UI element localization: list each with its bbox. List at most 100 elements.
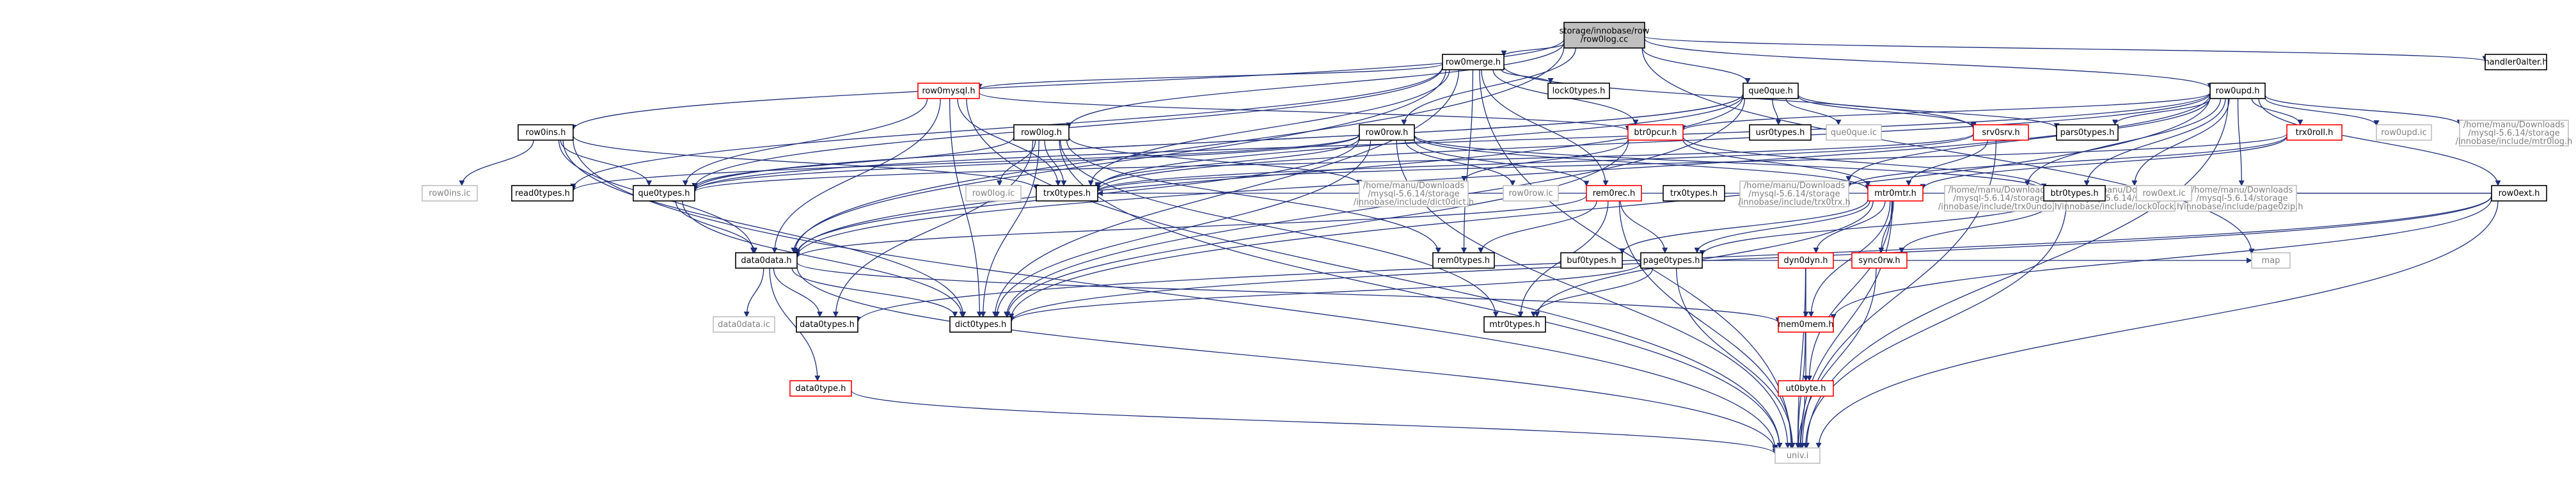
edge-row0upd_h-to-row0upd_ic [2264, 97, 2380, 127]
node-label: usr0types.h [1756, 128, 1805, 138]
node-label: dyn0dyn.h [1783, 256, 1828, 266]
edge-btr0pcur_h-to-btr0types_h [1682, 136, 2047, 189]
edge-que0que_h-to-row0types_h_stub [691, 93, 1744, 191]
node-read0types-h[interactable]: read0types.h [511, 185, 574, 202]
node-label: rem0types.h [1437, 256, 1490, 266]
node-box [1739, 180, 1849, 207]
node-handler0alter-h[interactable]: handler0alter.h [2484, 54, 2548, 70]
node-pars0types-h[interactable]: pars0types.h [2056, 124, 2119, 141]
node-rem0types-h[interactable]: rem0types.h [1432, 252, 1495, 269]
node-box [1851, 252, 1908, 269]
node-mem0mem-h[interactable]: mem0mem.h [1778, 316, 1834, 333]
node-row0mysql-h[interactable]: row0mysql.h [917, 83, 980, 99]
edge-mtr0mtr_h-to-mem0mem_h [1808, 200, 1891, 317]
node-label: row0merge.h [1446, 58, 1501, 67]
node-hm-page0zip: /home/manu/Downloads/mysql-5.6.14/storag… [2181, 185, 2303, 212]
node-row0row-h[interactable]: row0row.h [1359, 124, 1415, 141]
node-ut0byte-h[interactable]: ut0byte.h [1778, 380, 1834, 397]
edge-row0upd_h-to-row0ext_h [2258, 98, 2501, 186]
node-usr0types-h[interactable]: usr0types.h [1749, 124, 1812, 141]
node-mtr0mtr-h[interactable]: mtr0mtr.h [1867, 185, 1924, 202]
edge-ut0byte_h-to-univ_i [1795, 395, 1806, 449]
node-univ-i: univ.i [1774, 447, 1821, 464]
node-box [917, 83, 980, 99]
edge-row0upd_h-to-hm_trx0undo [2024, 98, 2222, 186]
node-label: /innobase/include/trx0undo.h [1938, 202, 2060, 212]
node-que0types-h[interactable]: que0types.h [633, 185, 695, 202]
node-que0que-h[interactable]: que0que.h [1742, 83, 1799, 99]
node-label: srv0srv.h [1982, 128, 2019, 138]
node-label: data0data.ic [718, 320, 770, 330]
node-label: mtr0types.h [1489, 320, 1540, 330]
node-data0data-h[interactable]: data0data.h [735, 252, 798, 269]
node-row0log-h[interactable]: row0log.h [1013, 124, 1070, 141]
node-data0types-h[interactable]: data0types.h [796, 316, 858, 333]
node-rem0rec-h[interactable]: rem0rec.h [1586, 185, 1642, 202]
edge-rem0rec_h-to-page0types_h [1620, 200, 1668, 253]
edge-row0upd_h-to-trx0rollh [2251, 98, 2303, 125]
node-label: storage/innobase/row [1560, 27, 1650, 36]
node-box [633, 185, 695, 202]
node-box [422, 185, 478, 202]
node-trx0rollh[interactable]: trx0roll.h [2286, 124, 2343, 141]
node-label: /home/manu/Downloads [1948, 186, 2050, 195]
edge-mtr0mtr_h-to-univ_i [1797, 200, 1893, 449]
node-label: row0row.h [1366, 128, 1409, 138]
node-hm-dict0dict: /home/manu/Downloads/mysql-5.6.14/storag… [1354, 180, 1474, 207]
node-btr0pcur-h[interactable]: btr0pcur.h [1627, 124, 1684, 141]
edge-row0ins_h-to-dict0types_h [562, 139, 967, 317]
node-trx0types2[interactable]: trx0types.h [1663, 185, 1725, 202]
node-hm-mtr0log: /home/manu/Downloads/mysql-5.6.14/storag… [2456, 120, 2572, 147]
edge-root-to-row0ins_h [570, 38, 1565, 131]
node-label: /mysql-5.6.14/storage [2196, 194, 2288, 203]
node-box [1560, 252, 1623, 269]
node-row0ins-h[interactable]: row0ins.h [518, 124, 574, 141]
node-trx0types-h[interactable]: trx0types.h [1036, 185, 1098, 202]
node-label: trx0roll.h [2296, 128, 2334, 138]
node-box [713, 316, 775, 333]
node-label: row0ins.h [526, 128, 566, 138]
node-btr0types-h[interactable]: btr0types.h [2043, 185, 2106, 202]
node-root[interactable]: storage/innobase/row/row0log.cc [1560, 22, 1650, 49]
edge-root-to-row0row_h [1401, 47, 1576, 125]
node-data0type-h[interactable]: data0type.h [789, 380, 852, 397]
node-dict0types-h[interactable]: dict0types.h [949, 316, 1012, 333]
edge-rem0rec_h-to-data0data_h [794, 195, 1587, 259]
node-row0log-ic: row0log.ic [965, 185, 1022, 202]
edge-row0merge_h-to-lock0types_h [1501, 69, 1554, 84]
edge-row0merge_h-to-rem0types_h [1461, 69, 1474, 253]
edge-data0data_h-to-univ_i [796, 266, 1778, 452]
node-sync0rw-h[interactable]: sync0rw.h [1851, 252, 1908, 269]
node-box [1742, 83, 1799, 99]
node-label: mem0mem.h [1778, 320, 1833, 330]
node-srv0srv-h[interactable]: srv0srv.h [1973, 124, 2029, 141]
edge-btr0types_h-to-univ_i [1803, 200, 2067, 449]
node-que0que-ic: que0que.ic [1826, 124, 1882, 141]
edge-row0merge_h-to-trx0types_h [1087, 69, 1450, 186]
node-mtr0types-h[interactable]: mtr0types.h [1483, 316, 1546, 333]
node-hm-trx0trx: /home/manu/Downloads/mysql-5.6.14/storag… [1738, 180, 1851, 207]
edge-page0types_h-to-dict0types_h [1008, 263, 1641, 323]
node-label: /innobase/include/page0zip.h [2181, 202, 2303, 212]
edge-btr0pcur_h-to-dict0types_h [1004, 139, 1629, 317]
node-dyn0dyn-h[interactable]: dyn0dyn.h [1778, 252, 1834, 269]
node-row0ext-h[interactable]: row0ext.h [2491, 185, 2547, 202]
node-lock0types-h[interactable]: lock0types.h [1547, 83, 1610, 99]
edge-row0upd_h-to-hm_trx0trx [1845, 97, 2211, 182]
edge-layer [459, 36, 2501, 455]
edge-root-to-row0merge_h [1501, 43, 1565, 57]
node-box [1563, 22, 1645, 49]
edge-mtr0mtr_h-to-mtr0types_h [1534, 200, 1874, 317]
node-row0merge-h[interactable]: row0merge.h [1442, 54, 1505, 70]
edge-row0upd_h-to-dict0types_h [1008, 95, 2211, 319]
node-label: /row0log.cc [1581, 35, 1629, 45]
node-label: data0type.h [796, 384, 846, 394]
node-row0upd-h[interactable]: row0upd.h [2209, 83, 2266, 99]
node-label: ut0byte.h [1785, 384, 1826, 394]
node-hm-trx0undo: /home/manu/Downloads/mysql-5.6.14/storag… [1938, 185, 2060, 212]
node-box [1483, 316, 1546, 333]
node-buf0types-h[interactable]: buf0types.h [1560, 252, 1623, 269]
node-label: data0types.h [800, 320, 855, 330]
node-page0types-h[interactable]: page0types.h [1640, 252, 1703, 269]
node-label: map [2262, 256, 2280, 266]
